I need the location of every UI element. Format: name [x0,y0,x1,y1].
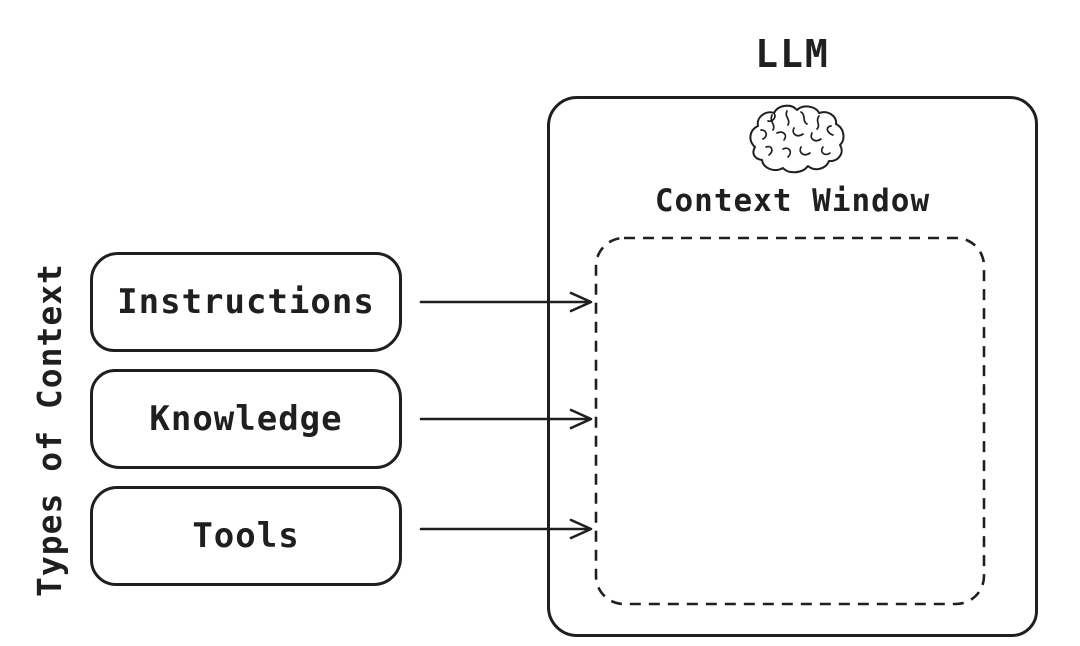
knowledge-box: Knowledge [90,369,402,469]
llm-box [547,96,1038,637]
tools-box: Tools [90,486,402,586]
instructions-box: Instructions [90,252,402,352]
context-window-label: Context Window [654,183,931,219]
context-window-box [594,236,986,606]
llm-title: LLM [755,32,830,76]
brain-icon [749,104,845,174]
types-of-context-label: Types of Context [30,263,69,597]
instructions-label: Instructions [117,282,375,322]
knowledge-label: Knowledge [149,399,343,439]
tools-label: Tools [192,516,300,556]
